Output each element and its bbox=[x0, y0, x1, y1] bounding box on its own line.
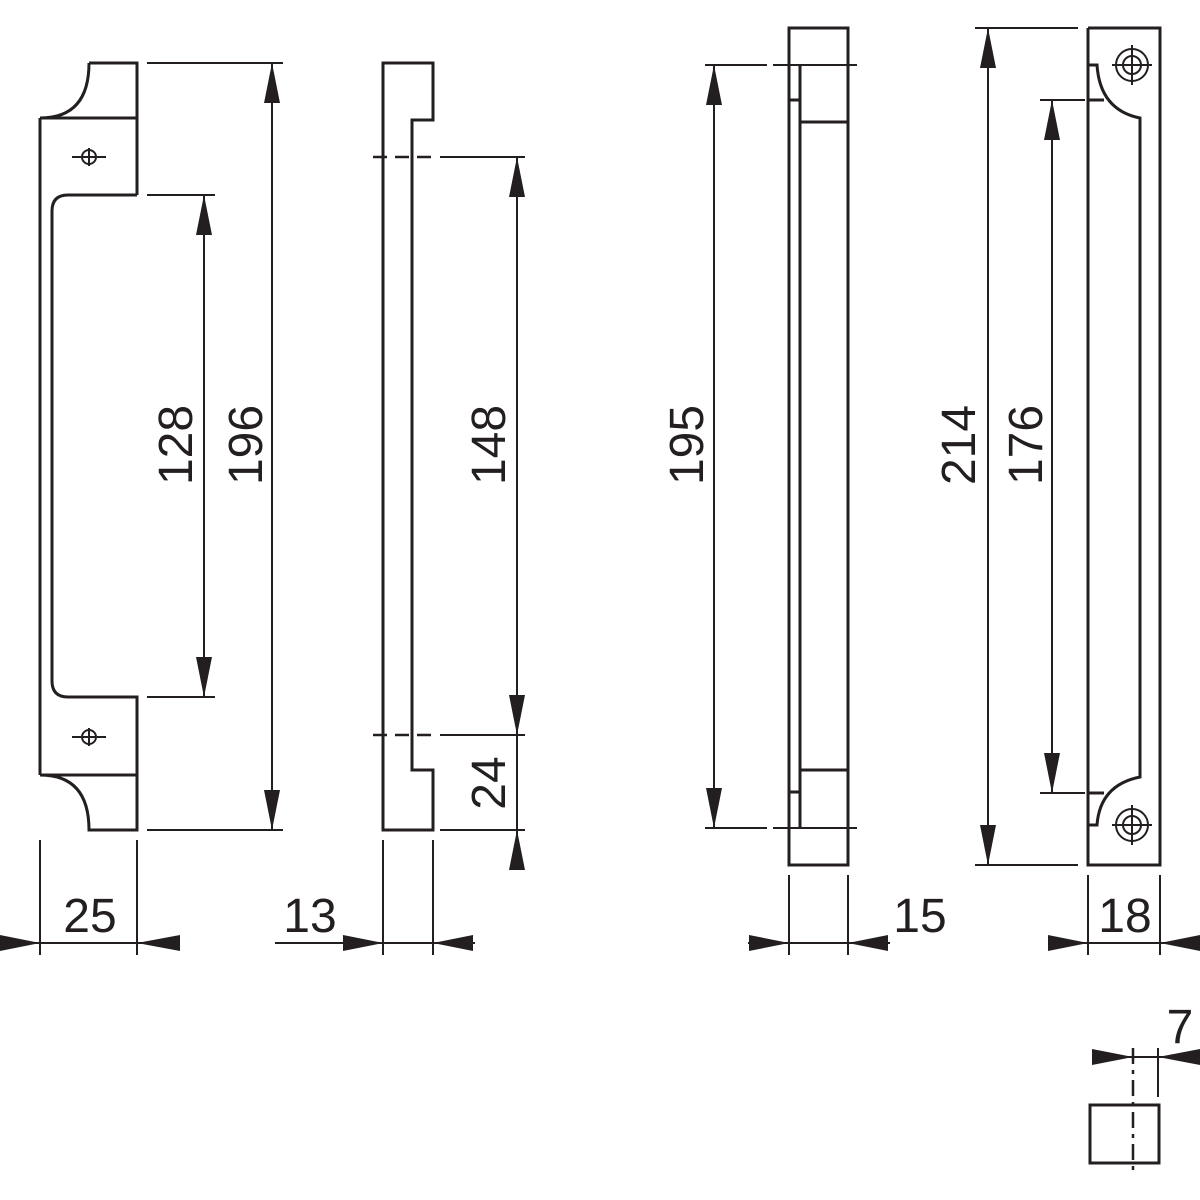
rear-view: 214 176 18 bbox=[933, 26, 1200, 955]
rear-width-label: 18 bbox=[1098, 890, 1151, 943]
edge-length-label: 195 bbox=[661, 405, 714, 485]
front-width-label: 25 bbox=[63, 890, 116, 943]
target-hole-icon bbox=[1112, 45, 1152, 85]
rear-length-label: 214 bbox=[933, 405, 986, 485]
detail-offset-label: 7 bbox=[1167, 1001, 1194, 1054]
edge-width-label: 15 bbox=[893, 890, 946, 943]
side-opening-height-label: 148 bbox=[463, 405, 516, 485]
target-hole-icon bbox=[1112, 805, 1152, 845]
detail-view: 7 bbox=[1088, 1001, 1200, 1172]
edge-view: 195 15 bbox=[661, 26, 947, 955]
screw-hole-icon bbox=[72, 728, 106, 746]
opening-height-label: 128 bbox=[150, 405, 203, 485]
screw-hole-icon bbox=[72, 148, 106, 166]
hole-spacing-label: 176 bbox=[1000, 405, 1053, 485]
overall-height-label: 196 bbox=[220, 405, 273, 485]
bottom-offset-label: 24 bbox=[463, 756, 516, 809]
thickness-label: 13 bbox=[283, 890, 336, 943]
front-view: 128 196 25 bbox=[0, 61, 283, 955]
side-view: 148 24 13 bbox=[275, 61, 525, 955]
